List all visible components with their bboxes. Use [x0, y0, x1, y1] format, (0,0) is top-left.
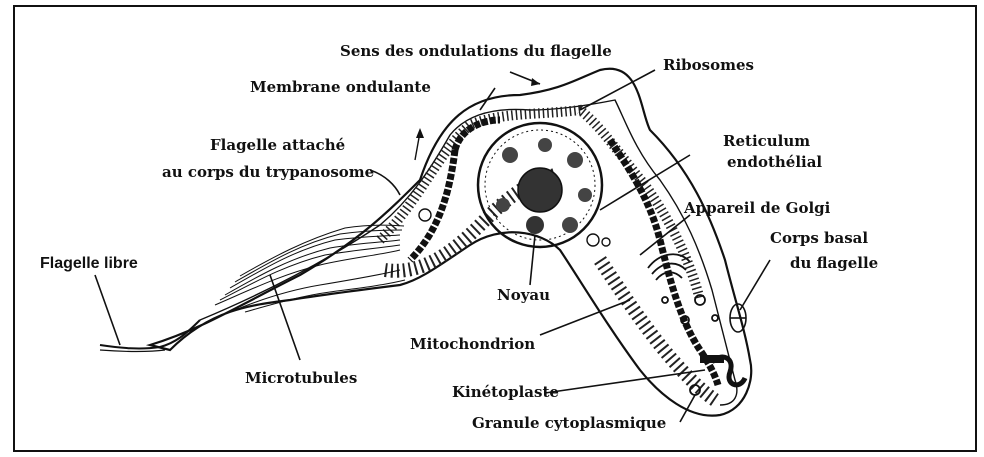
- label-ribosomes: Ribosomes: [663, 56, 754, 74]
- label-flagelle-attache-1: Flagelle attaché: [210, 136, 345, 154]
- trypanosome-body: [100, 69, 751, 416]
- label-kinetoplaste: Kinétoplaste: [452, 383, 559, 401]
- label-granule: Granule cytoplasmique: [472, 414, 666, 432]
- label-corps-basal-1: Corps basal: [770, 229, 868, 247]
- label-golgi: Appareil de Golgi: [683, 199, 831, 217]
- label-reticulum-2: endothélial: [727, 153, 822, 171]
- label-microtubules: Microtubules: [245, 369, 357, 387]
- leader-lines: [95, 70, 770, 422]
- nucleus: [478, 123, 602, 247]
- label-flagelle-attache-2: au corps du trypanosome: [162, 163, 374, 181]
- label-membrane: Membrane ondulante: [250, 78, 431, 96]
- label-corps-basal-2: du flagelle: [790, 254, 878, 272]
- label-sens: Sens des ondulations du flagelle: [340, 42, 612, 60]
- label-mitochondrion: Mitochondrion: [410, 335, 535, 353]
- label-noyau: Noyau: [497, 286, 550, 304]
- label-flagelle-libre: Flagelle libre: [40, 255, 138, 272]
- kinetoplast-structure: [700, 355, 745, 385]
- free-flagellum-inner: [100, 350, 165, 352]
- label-reticulum-1: Reticulum: [723, 132, 810, 150]
